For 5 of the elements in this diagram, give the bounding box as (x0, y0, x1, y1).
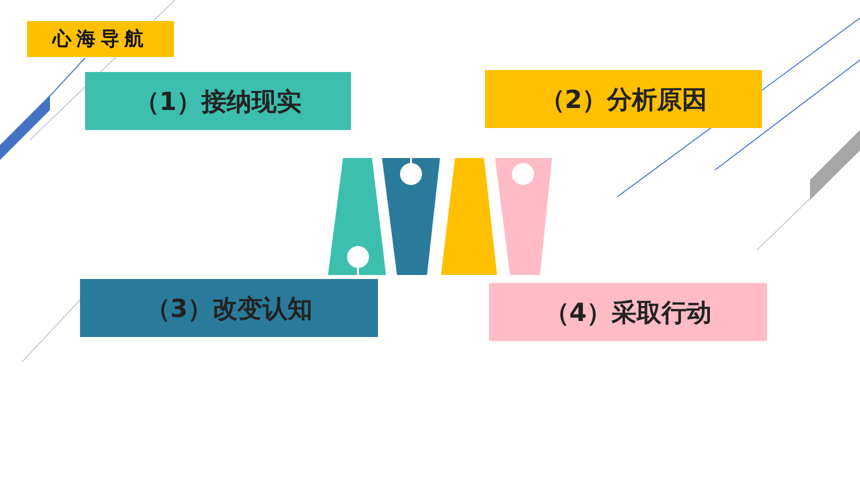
step-box: （3）改变认知 (80, 279, 378, 337)
step-box: （2）分析原因 (485, 70, 762, 128)
title-banner: 心海导航 (27, 21, 174, 57)
step-box: （4）采取行动 (489, 283, 767, 341)
step-box: （1）接纳现实 (85, 72, 351, 130)
